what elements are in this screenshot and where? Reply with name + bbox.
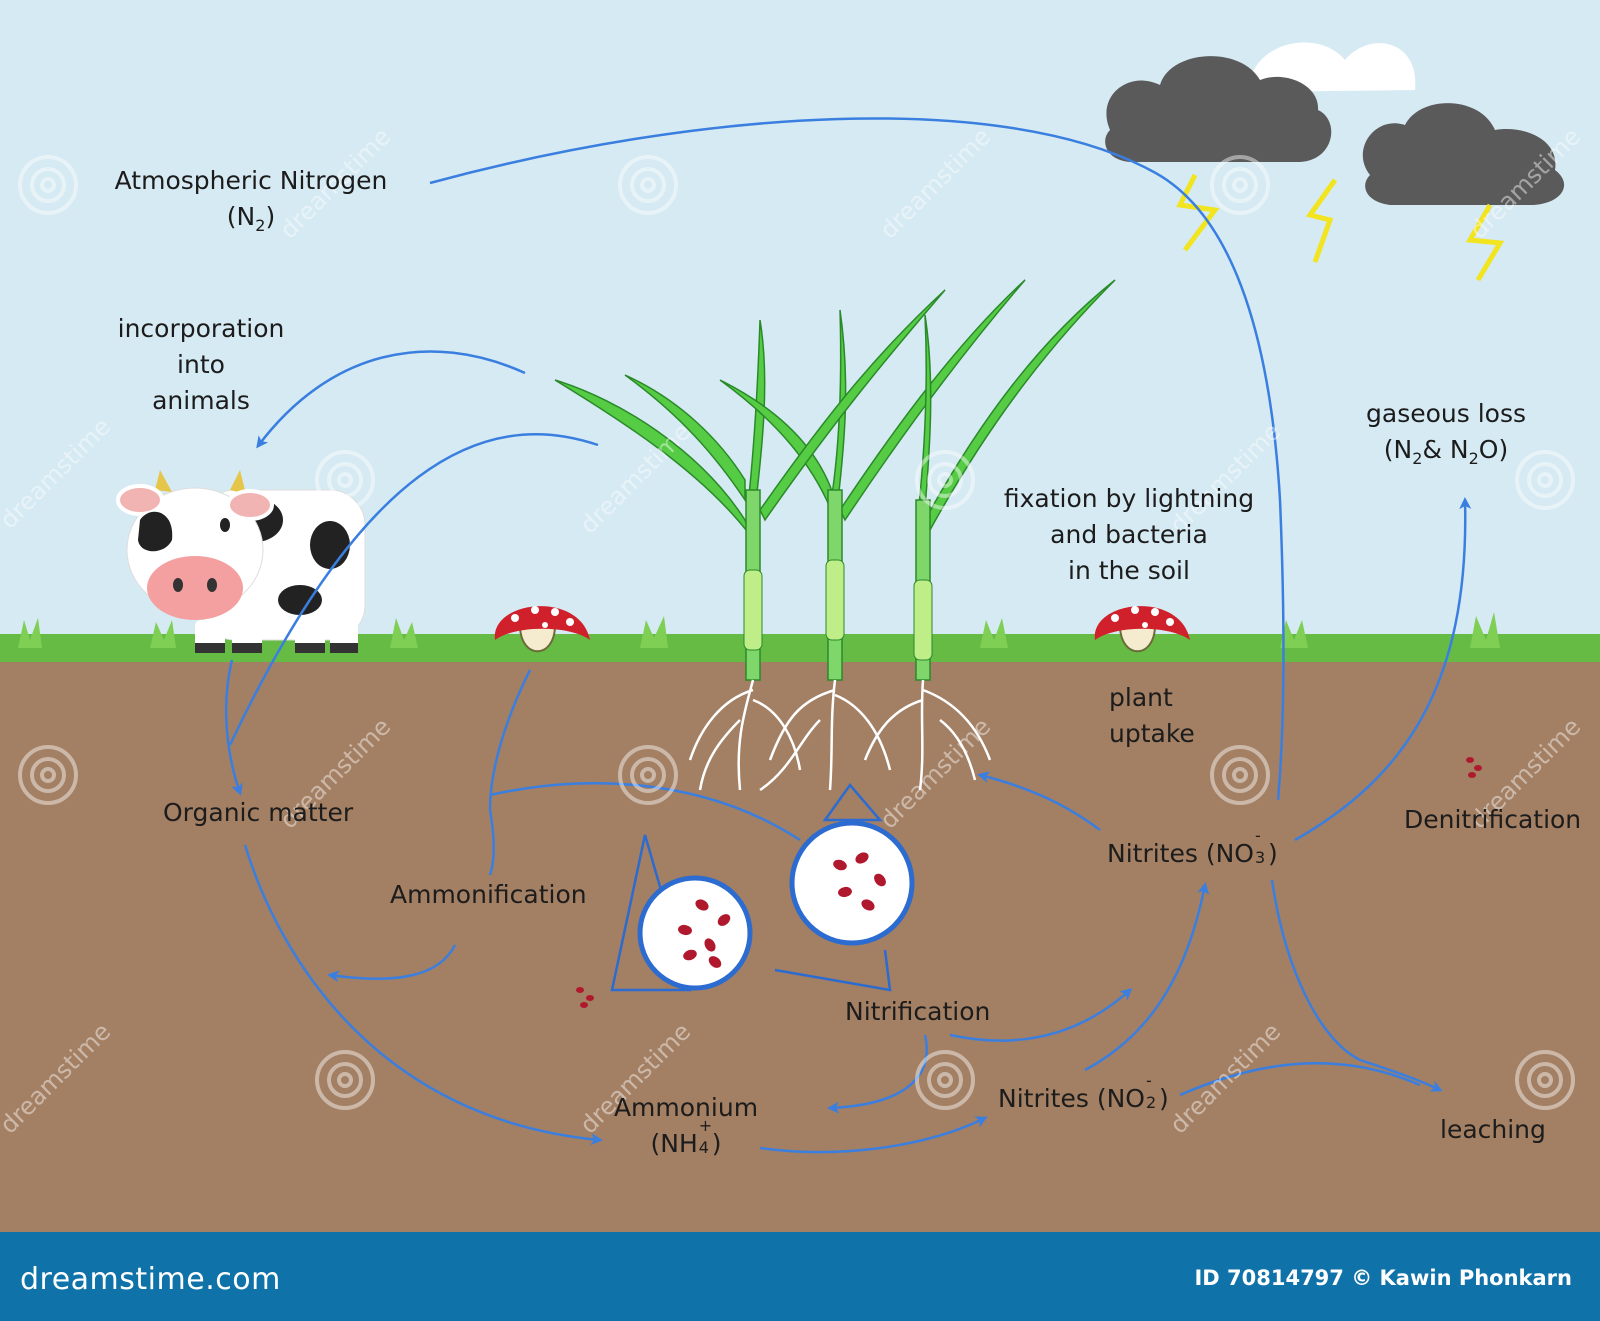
arrow-nitrification-to-ammonium	[827, 1034, 928, 1114]
nitrates-close: )	[1267, 839, 1278, 868]
footer-brand[interactable]: dreamstime.com	[20, 1262, 281, 1297]
ammonium-formula: (NH+4)	[614, 1118, 758, 1162]
atmospheric-title: Atmospheric Nitrogen	[114, 166, 388, 195]
plant-uptake-line-1: plant	[1109, 683, 1173, 712]
arrow-nitrates-to-plants	[977, 771, 1101, 832]
nitrites-sub: 2	[1145, 1093, 1157, 1112]
ammonium-sup: +	[698, 1116, 713, 1135]
gf-end: O)	[1478, 435, 1509, 464]
formula-close: )	[265, 202, 276, 231]
arrow-to-gaseous-loss	[1294, 497, 1472, 842]
label-nitrites: Nitrites (NO-2)	[998, 1073, 1169, 1117]
nitrites-close: )	[1158, 1084, 1169, 1113]
arrow-ammonium-to-nitrites	[759, 1116, 988, 1154]
label-gaseous-loss: gaseous loss (N2& N2O)	[1366, 396, 1526, 477]
mushroom-right	[1094, 606, 1190, 653]
gf-p1: (N	[1383, 435, 1413, 464]
arrow-organic-to-ammonium	[243, 844, 603, 1146]
gf-s2: 2	[1468, 449, 1479, 468]
incorporation-line-2: into	[177, 350, 225, 379]
nitrates-charge: -3	[1254, 828, 1268, 866]
nitrates-sup: -	[1254, 826, 1261, 845]
grass-tufts	[18, 612, 1500, 648]
plant-roots	[688, 679, 992, 792]
bacteria-magnifier-right	[774, 782, 915, 992]
gf-mid: & N	[1422, 435, 1469, 464]
label-fixation: fixation by lightning and bacteria in th…	[1004, 481, 1254, 589]
arrow-atmosphere-to-soil	[429, 117, 1285, 801]
fixation-line-1: fixation by lightning	[1003, 484, 1255, 513]
arrow-nitrites-to-leaching	[1179, 1061, 1421, 1097]
label-ammonification: Ammonification	[390, 880, 587, 909]
footer-bar	[0, 1232, 1600, 1321]
incorporation-line-3: animals	[152, 386, 250, 415]
arrow-nitrites-to-nitrates	[1084, 882, 1210, 1072]
atmospheric-formula: (N2)	[115, 199, 388, 244]
label-incorporation-into-animals: incorporation into animals	[118, 311, 285, 419]
label-denitrification: Denitrification	[1404, 805, 1582, 834]
corn-plants	[554, 279, 1116, 681]
ammonium-sub: 4	[698, 1138, 709, 1157]
nitrites-charge: -2	[1145, 1073, 1159, 1111]
ammonium-prefix: (NH	[650, 1129, 698, 1158]
ammonium-charge: +4	[698, 1118, 712, 1156]
arrow-nitrification-to-nitrates	[949, 987, 1133, 1042]
bacteria-magnifier-left	[610, 834, 753, 992]
label-organic-matter: Organic matter	[163, 798, 354, 827]
label-nitrates: Nitrites (NO-3)	[1107, 828, 1278, 872]
cow-illustration	[116, 470, 366, 653]
arrow-ammonification-to-bacteria	[489, 782, 801, 842]
arrow-mushroom-to-ammonification	[488, 669, 532, 876]
label-plant-uptake: plant uptake	[1109, 680, 1195, 752]
arrow-ammonification-down	[327, 944, 457, 983]
arrow-plants-to-organic	[228, 432, 599, 746]
formula-sub: 2	[255, 216, 266, 235]
gaseous-formula: (N2& N2O)	[1366, 432, 1526, 477]
soil	[0, 660, 1600, 1232]
ammonium-close: )	[711, 1129, 722, 1158]
label-ammonium: Ammonium (NH+4)	[614, 1090, 758, 1162]
gf-s1: 2	[1412, 449, 1423, 468]
watermark-spirals	[18, 155, 1575, 1110]
arrow-nitrates-to-leaching	[1270, 879, 1443, 1092]
label-leaching: leaching	[1440, 1115, 1546, 1144]
ammonium-title: Ammonium	[613, 1093, 759, 1122]
arrow-to-animals	[256, 350, 526, 449]
nitrites-prefix: Nitrites (NO	[998, 1084, 1145, 1113]
cycle-arrows	[224, 117, 1472, 1154]
label-nitrification: Nitrification	[845, 997, 991, 1026]
arrow-cow-to-organic	[224, 659, 243, 796]
gaseous-title: gaseous loss	[1366, 399, 1526, 428]
fixation-line-3: in the soil	[1068, 556, 1190, 585]
plant-uptake-line-2: uptake	[1109, 719, 1195, 748]
label-atmospheric-nitrogen: Atmospheric Nitrogen (N2)	[115, 163, 388, 244]
incorporation-line-1: incorporation	[117, 314, 285, 343]
storm-clouds	[1105, 42, 1565, 205]
nitrates-sub: 3	[1254, 848, 1266, 867]
mushroom-left	[494, 606, 590, 653]
formula-open: (N	[226, 202, 256, 231]
nitrates-prefix: Nitrites (NO	[1107, 839, 1254, 868]
fixation-line-2: and bacteria	[1050, 520, 1208, 549]
bacteria-specks	[576, 757, 1482, 1008]
nitrites-sup: -	[1145, 1071, 1152, 1090]
footer-credit: ID 70814797 © Kawin Phonkarn	[1194, 1266, 1572, 1290]
